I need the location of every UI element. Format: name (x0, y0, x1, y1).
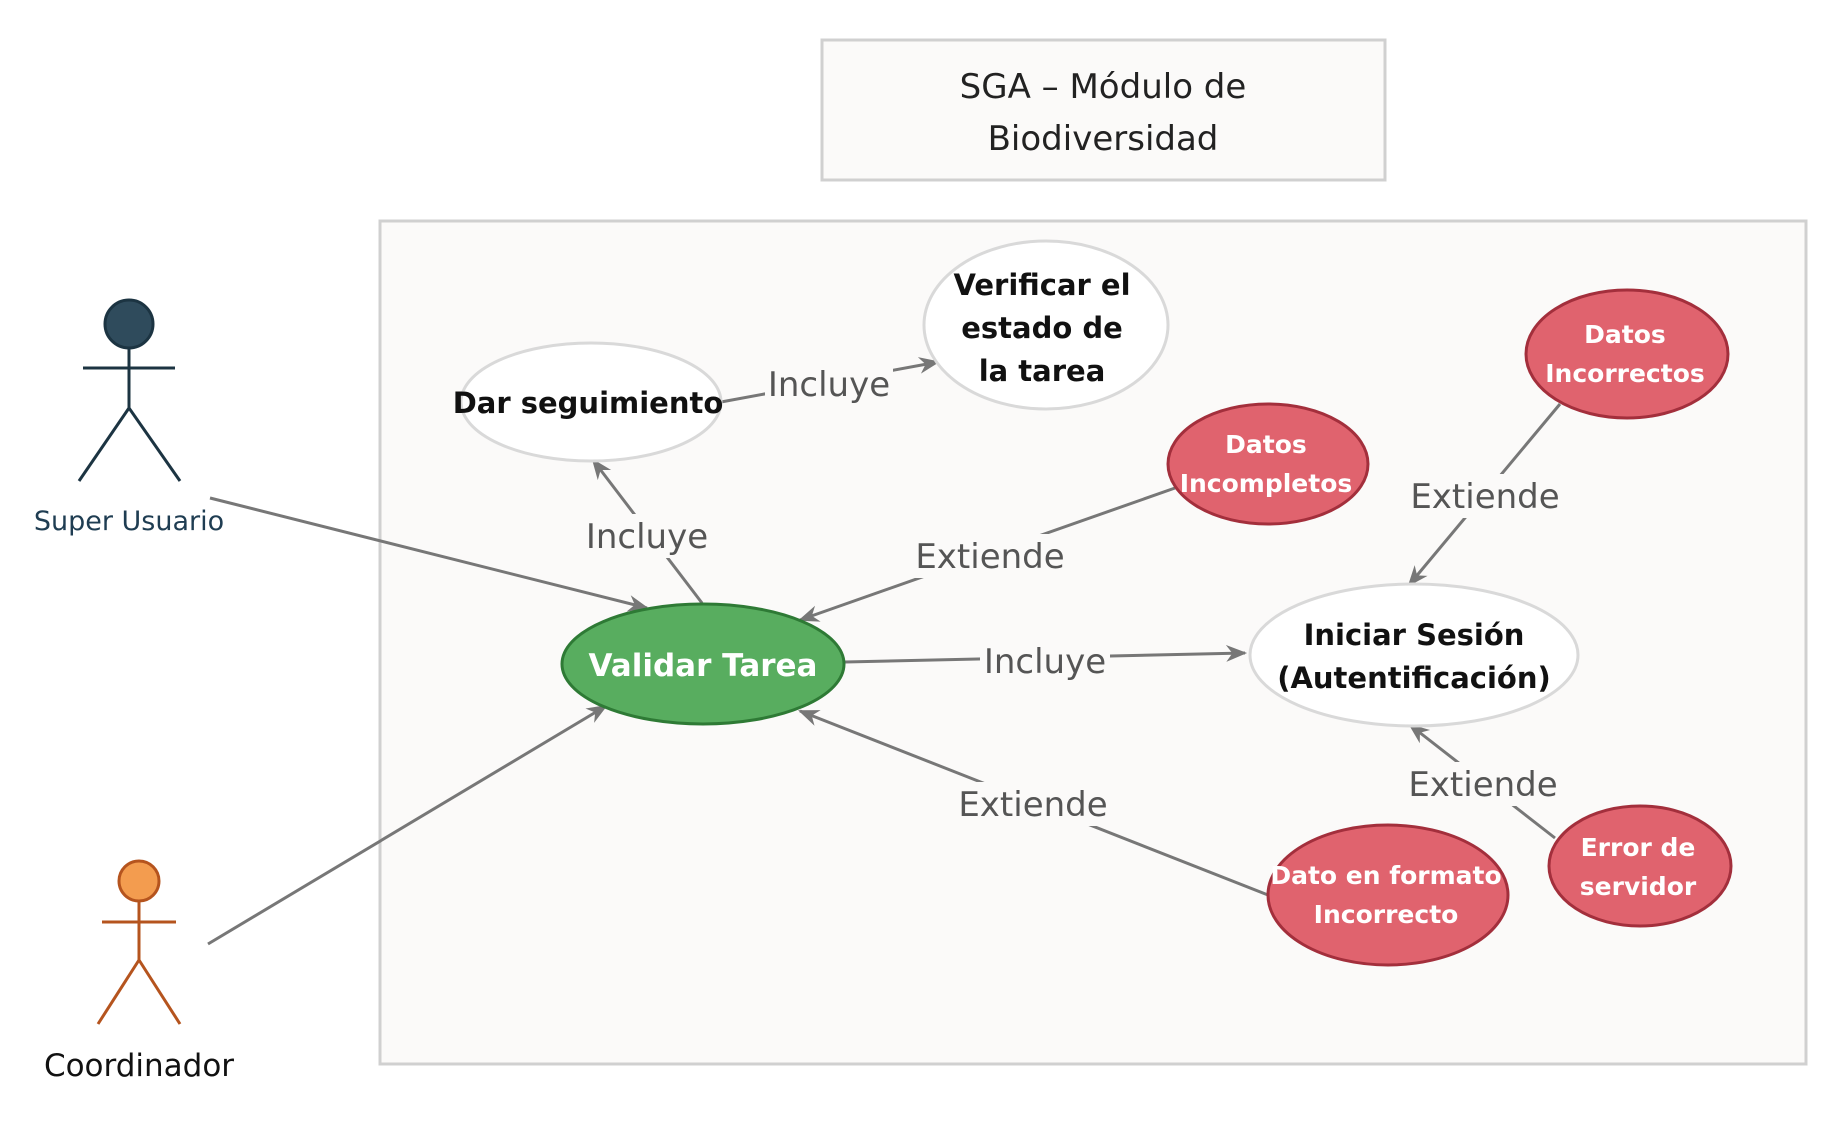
edge-label-incluye-seguimiento: Incluye (586, 517, 708, 557)
use-case-dar-seguimiento[interactable]: Dar seguimiento (453, 341, 724, 463)
edge-label-extiende-servidor: Extiende (1408, 765, 1557, 805)
actor-coordinador[interactable]: Coordinador (44, 859, 234, 1084)
actor-super-usuario-head (103, 298, 155, 350)
use-case-label-line-1: Iniciar Sesión (1304, 618, 1525, 652)
use-case-label-line-2: servidor (1580, 872, 1697, 901)
use-case-label-line-1: Error de (1581, 833, 1696, 862)
use-case-error-servidor[interactable]: Error de servidor (1547, 804, 1733, 928)
actor-coordinador-label: Coordinador (44, 1048, 234, 1084)
use-case-label: Validar Tarea (589, 648, 818, 684)
use-case-label-line-1: Dato en formato (1270, 861, 1501, 890)
edge-label-extiende-incompletos: Extiende (915, 537, 1064, 577)
use-case-label-line-1: Datos (1225, 430, 1307, 459)
use-case-validar-tarea[interactable]: Validar Tarea (560, 602, 846, 726)
edge-label-extiende-incorrectos: Extiende (1410, 477, 1559, 517)
use-case-iniciar-sesion[interactable]: Iniciar Sesión (Autentificación) (1248, 582, 1580, 728)
edge-label-incluye-verificar: Incluye (768, 365, 890, 405)
use-case-label-line-1: Verificar el (953, 268, 1130, 302)
use-case-label-line-3: la tarea (979, 354, 1106, 388)
use-case-label-line-2: Incorrectos (1545, 359, 1705, 388)
use-case-label-line-2: Incorrecto (1314, 900, 1459, 929)
use-case-verificar-estado[interactable]: Verificar el estado de la tarea (922, 239, 1170, 411)
actor-super-usuario-label: Super Usuario (34, 506, 224, 537)
edge-super-usuario-validar (209, 496, 650, 612)
title-line-1: SGA – Módulo de (960, 67, 1247, 107)
actor-super-usuario[interactable]: Super Usuario (34, 298, 224, 537)
edge-label-incluye-sesion: Incluye (984, 642, 1106, 682)
use-case-datos-incorrectos[interactable]: Datos Incorrectos (1524, 288, 1730, 420)
use-case-dato-formato[interactable]: Dato en formato Incorrecto (1266, 823, 1510, 967)
use-case-label-line-2: Incompletos (1180, 469, 1353, 498)
use-case-label: Dar seguimiento (453, 386, 724, 420)
title-box (820, 38, 1387, 182)
use-case-label-line-1: Datos (1584, 320, 1666, 349)
edge-coordinador-validar (207, 704, 608, 946)
use-case-datos-incompletos[interactable]: Datos Incompletos (1166, 402, 1370, 526)
actor-coordinador-head (117, 859, 161, 903)
edge-labels: Incluye Incluye Incluye Extiende Extiend… (583, 362, 1560, 826)
title-line-2: Biodiversidad (988, 119, 1219, 159)
use-case-label-line-2: estado de (961, 311, 1123, 345)
edge-label-extiende-formato: Extiende (958, 785, 1107, 825)
use-case-label-line-2: (Autentificación) (1277, 661, 1551, 695)
